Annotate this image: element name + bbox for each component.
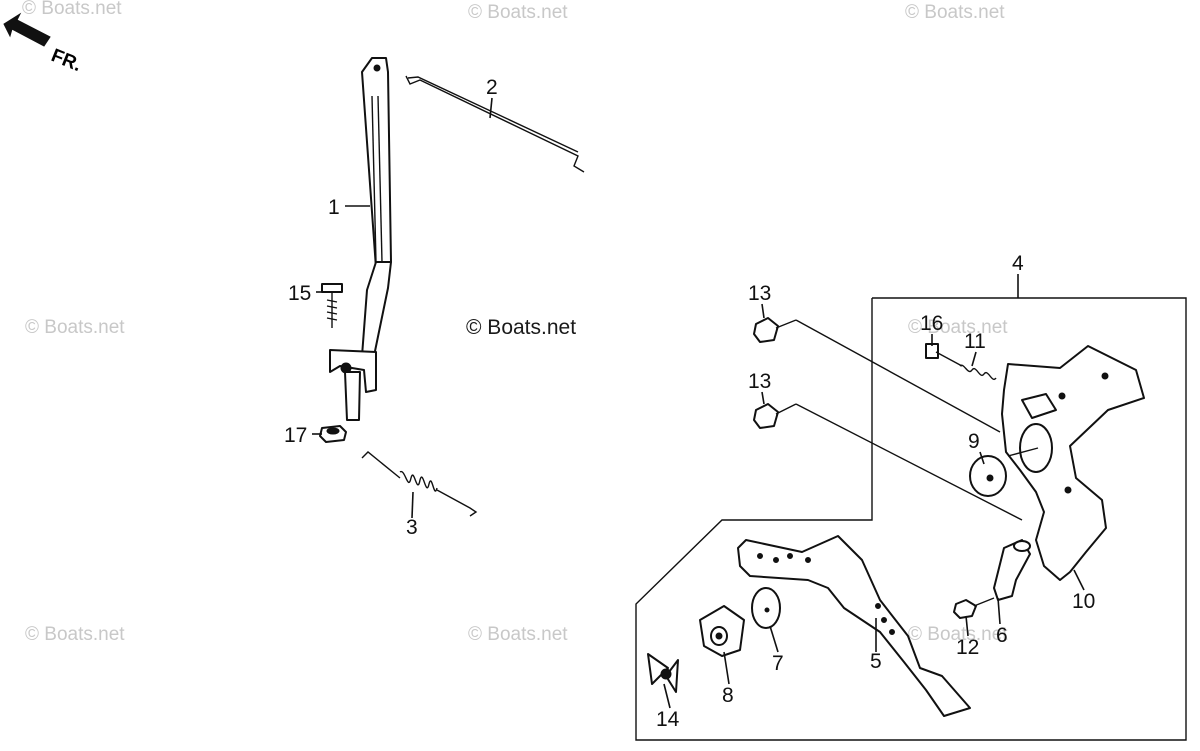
callout-part-3: 3: [406, 516, 418, 539]
callout-part-16: 16: [920, 312, 943, 335]
watermark-bottom-right: © Boats.net: [908, 624, 1008, 645]
watermark-top-center: © Boats.net: [468, 2, 568, 23]
watermark-bottom-left: © Boats.net: [25, 624, 125, 645]
front-direction-arrow-icon: [3, 12, 51, 47]
watermark-top-left: © Boats.net: [22, 0, 122, 19]
leader-lines: [312, 97, 1085, 709]
callout-part-9: 9: [968, 430, 980, 453]
callout-part-15: 15: [288, 282, 311, 305]
callout-part-13-lower: 13: [748, 370, 771, 393]
front-direction-label: FR.: [48, 45, 84, 76]
wing-nut-part-14: [647, 653, 679, 693]
callout-part-1: 1: [328, 196, 340, 219]
bracket-assembly-outline-part-4: [635, 297, 1187, 741]
callout-part-12: 12: [956, 636, 979, 659]
callout-part-6: 6: [996, 624, 1008, 647]
bolt-part-16: [925, 343, 963, 367]
callout-part-4: 4: [1012, 252, 1024, 275]
rod-part-2: [405, 75, 585, 173]
callout-part-13-upper: 13: [748, 282, 771, 305]
watermark-bottom-center: © Boats.net: [468, 624, 568, 645]
bolt-part-12: [953, 597, 995, 619]
spring-part-3: [361, 451, 478, 517]
callout-part-17: 17: [284, 424, 307, 447]
bolt-part-15: [321, 283, 343, 328]
callout-part-14: 14: [656, 708, 680, 731]
watermark-mid-right: © Boats.net: [908, 317, 1008, 338]
callout-part-11: 11: [964, 330, 986, 353]
plate-part-10: [1001, 345, 1145, 581]
arm-part-5: [737, 535, 971, 717]
clip-part-6: [993, 539, 1031, 601]
watermark-top-right: © Boats.net: [905, 2, 1005, 23]
watermark-mid-left: © Boats.net: [25, 317, 125, 338]
watermark-main: © Boats.net: [466, 316, 576, 339]
callout-part-7: 7: [772, 652, 784, 675]
washer-part-7: [751, 587, 781, 629]
callout-part-5: 5: [870, 650, 882, 673]
callout-part-10: 10: [1072, 590, 1095, 613]
control-lever-part-1: [329, 57, 392, 421]
callout-part-2: 2: [486, 76, 498, 99]
bolt-part-13-lower: [753, 403, 797, 429]
plate-part-8: [699, 605, 745, 657]
washer-part-9: [969, 455, 1007, 497]
callout-part-8: 8: [722, 684, 734, 707]
bolt-part-13-upper: [753, 317, 797, 343]
nut-part-17: [319, 425, 347, 443]
spring-part-11: [959, 364, 997, 381]
